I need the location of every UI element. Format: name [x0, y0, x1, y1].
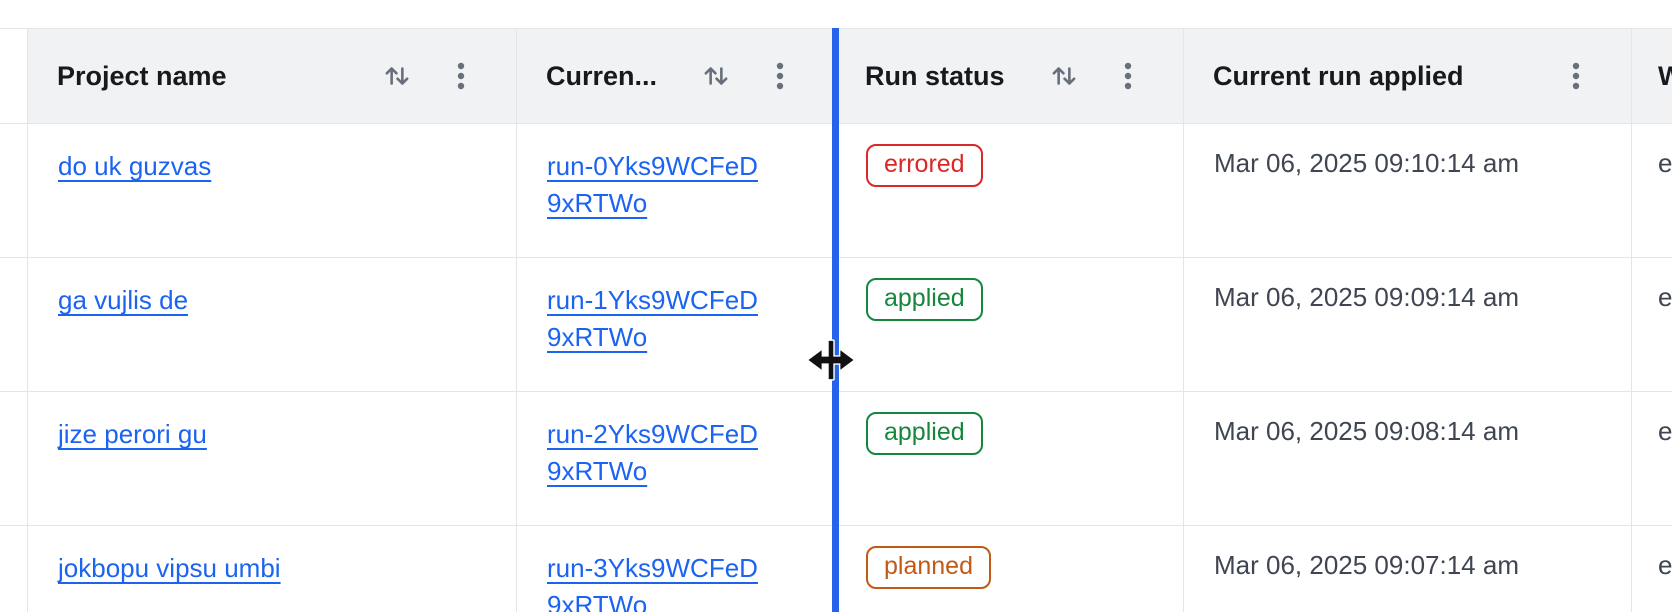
row-gutter-cell [0, 258, 28, 391]
project-link[interactable]: ga vujlis de [58, 285, 189, 315]
project-link[interactable]: jokbopu vipsu umbi [58, 553, 281, 583]
run-link-line1[interactable]: run-2Yks9WCFeD [547, 419, 758, 449]
project-name-cell: jize perori gu [28, 392, 517, 525]
run-applied-timestamp: Mar 06, 2025 09:10:14 am [1214, 148, 1519, 178]
column-header-current-run-applied[interactable]: Current run applied [1184, 29, 1632, 123]
sort-icon[interactable] [382, 61, 412, 91]
column-menu-kebab-icon[interactable] [1571, 61, 1581, 91]
clipped-cell: e [1632, 392, 1672, 525]
project-name-cell: jokbopu vipsu umbi [28, 526, 517, 612]
run-link-line1[interactable]: run-0Yks9WCFeD [547, 151, 758, 181]
row-gutter-cell [0, 392, 28, 525]
row-gutter-cell [0, 526, 28, 612]
clipped-cell-text: e [1658, 282, 1672, 312]
clipped-cell: e [1632, 258, 1672, 391]
column-menu-kebab-icon[interactable] [775, 61, 785, 91]
project-link[interactable]: do uk guzvas [58, 151, 212, 181]
column-menu-kebab-icon[interactable] [1123, 61, 1133, 91]
run-status-badge: errored [866, 144, 983, 187]
run-status-badge: applied [866, 278, 983, 321]
run-link-line2[interactable]: 9xRTWo [547, 188, 648, 218]
run-link-line1[interactable]: run-3Yks9WCFeD [547, 553, 758, 583]
column-header-project-name[interactable]: Project name [28, 29, 517, 123]
column-label-current-run-applied: Current run applied [1213, 60, 1464, 91]
run-status-badge: applied [866, 412, 983, 455]
sort-icon[interactable] [1049, 61, 1079, 91]
column-menu-kebab-icon[interactable] [456, 61, 466, 91]
column-resize-line[interactable] [832, 28, 839, 612]
clipped-cell-text: e [1658, 148, 1672, 178]
run-status-cell: errored [836, 124, 1184, 257]
run-status-cell: planned [836, 526, 1184, 612]
run-link-line2[interactable]: 9xRTWo [547, 456, 648, 486]
run-link-line2[interactable]: 9xRTWo [547, 322, 648, 352]
header-gutter-cell [0, 29, 28, 123]
column-header-clipped[interactable]: W [1632, 29, 1672, 123]
clipped-cell: e [1632, 526, 1672, 612]
clipped-cell-text: e [1658, 550, 1672, 580]
project-link[interactable]: jize perori gu [58, 419, 207, 449]
current-run-applied-cell: Mar 06, 2025 09:09:14 am [1184, 258, 1632, 391]
column-header-current-run[interactable]: Curren... [517, 29, 836, 123]
run-status-cell: applied [836, 392, 1184, 525]
current-run-cell: run-1Yks9WCFeD 9xRTWo [517, 258, 836, 391]
run-link-line2[interactable]: 9xRTWo [547, 590, 648, 612]
column-label-run-status: Run status [865, 60, 1005, 91]
project-name-cell: ga vujlis de [28, 258, 517, 391]
clipped-cell: e [1632, 124, 1672, 257]
run-applied-timestamp: Mar 06, 2025 09:08:14 am [1214, 416, 1519, 446]
row-gutter-cell [0, 124, 28, 257]
run-status-badge: planned [866, 546, 991, 589]
clipped-cell-text: e [1658, 416, 1672, 446]
run-applied-timestamp: Mar 06, 2025 09:09:14 am [1214, 282, 1519, 312]
sort-icon[interactable] [701, 61, 731, 91]
current-run-applied-cell: Mar 06, 2025 09:08:14 am [1184, 392, 1632, 525]
current-run-applied-cell: Mar 06, 2025 09:10:14 am [1184, 124, 1632, 257]
current-run-cell: run-2Yks9WCFeD 9xRTWo [517, 392, 836, 525]
current-run-applied-cell: Mar 06, 2025 09:07:14 am [1184, 526, 1632, 612]
column-header-run-status[interactable]: Run status [836, 29, 1184, 123]
column-label-current-run: Curren... [546, 60, 658, 91]
project-name-cell: do uk guzvas [28, 124, 517, 257]
current-run-cell: run-3Yks9WCFeD 9xRTWo [517, 526, 836, 612]
column-label-clipped: W [1658, 60, 1672, 91]
run-applied-timestamp: Mar 06, 2025 09:07:14 am [1214, 550, 1519, 580]
table-header-row: Project name Curre [0, 29, 1672, 124]
run-status-cell: applied [836, 258, 1184, 391]
run-link-line1[interactable]: run-1Yks9WCFeD [547, 285, 758, 315]
column-label-project-name: Project name [57, 60, 227, 91]
current-run-cell: run-0Yks9WCFeD 9xRTWo [517, 124, 836, 257]
